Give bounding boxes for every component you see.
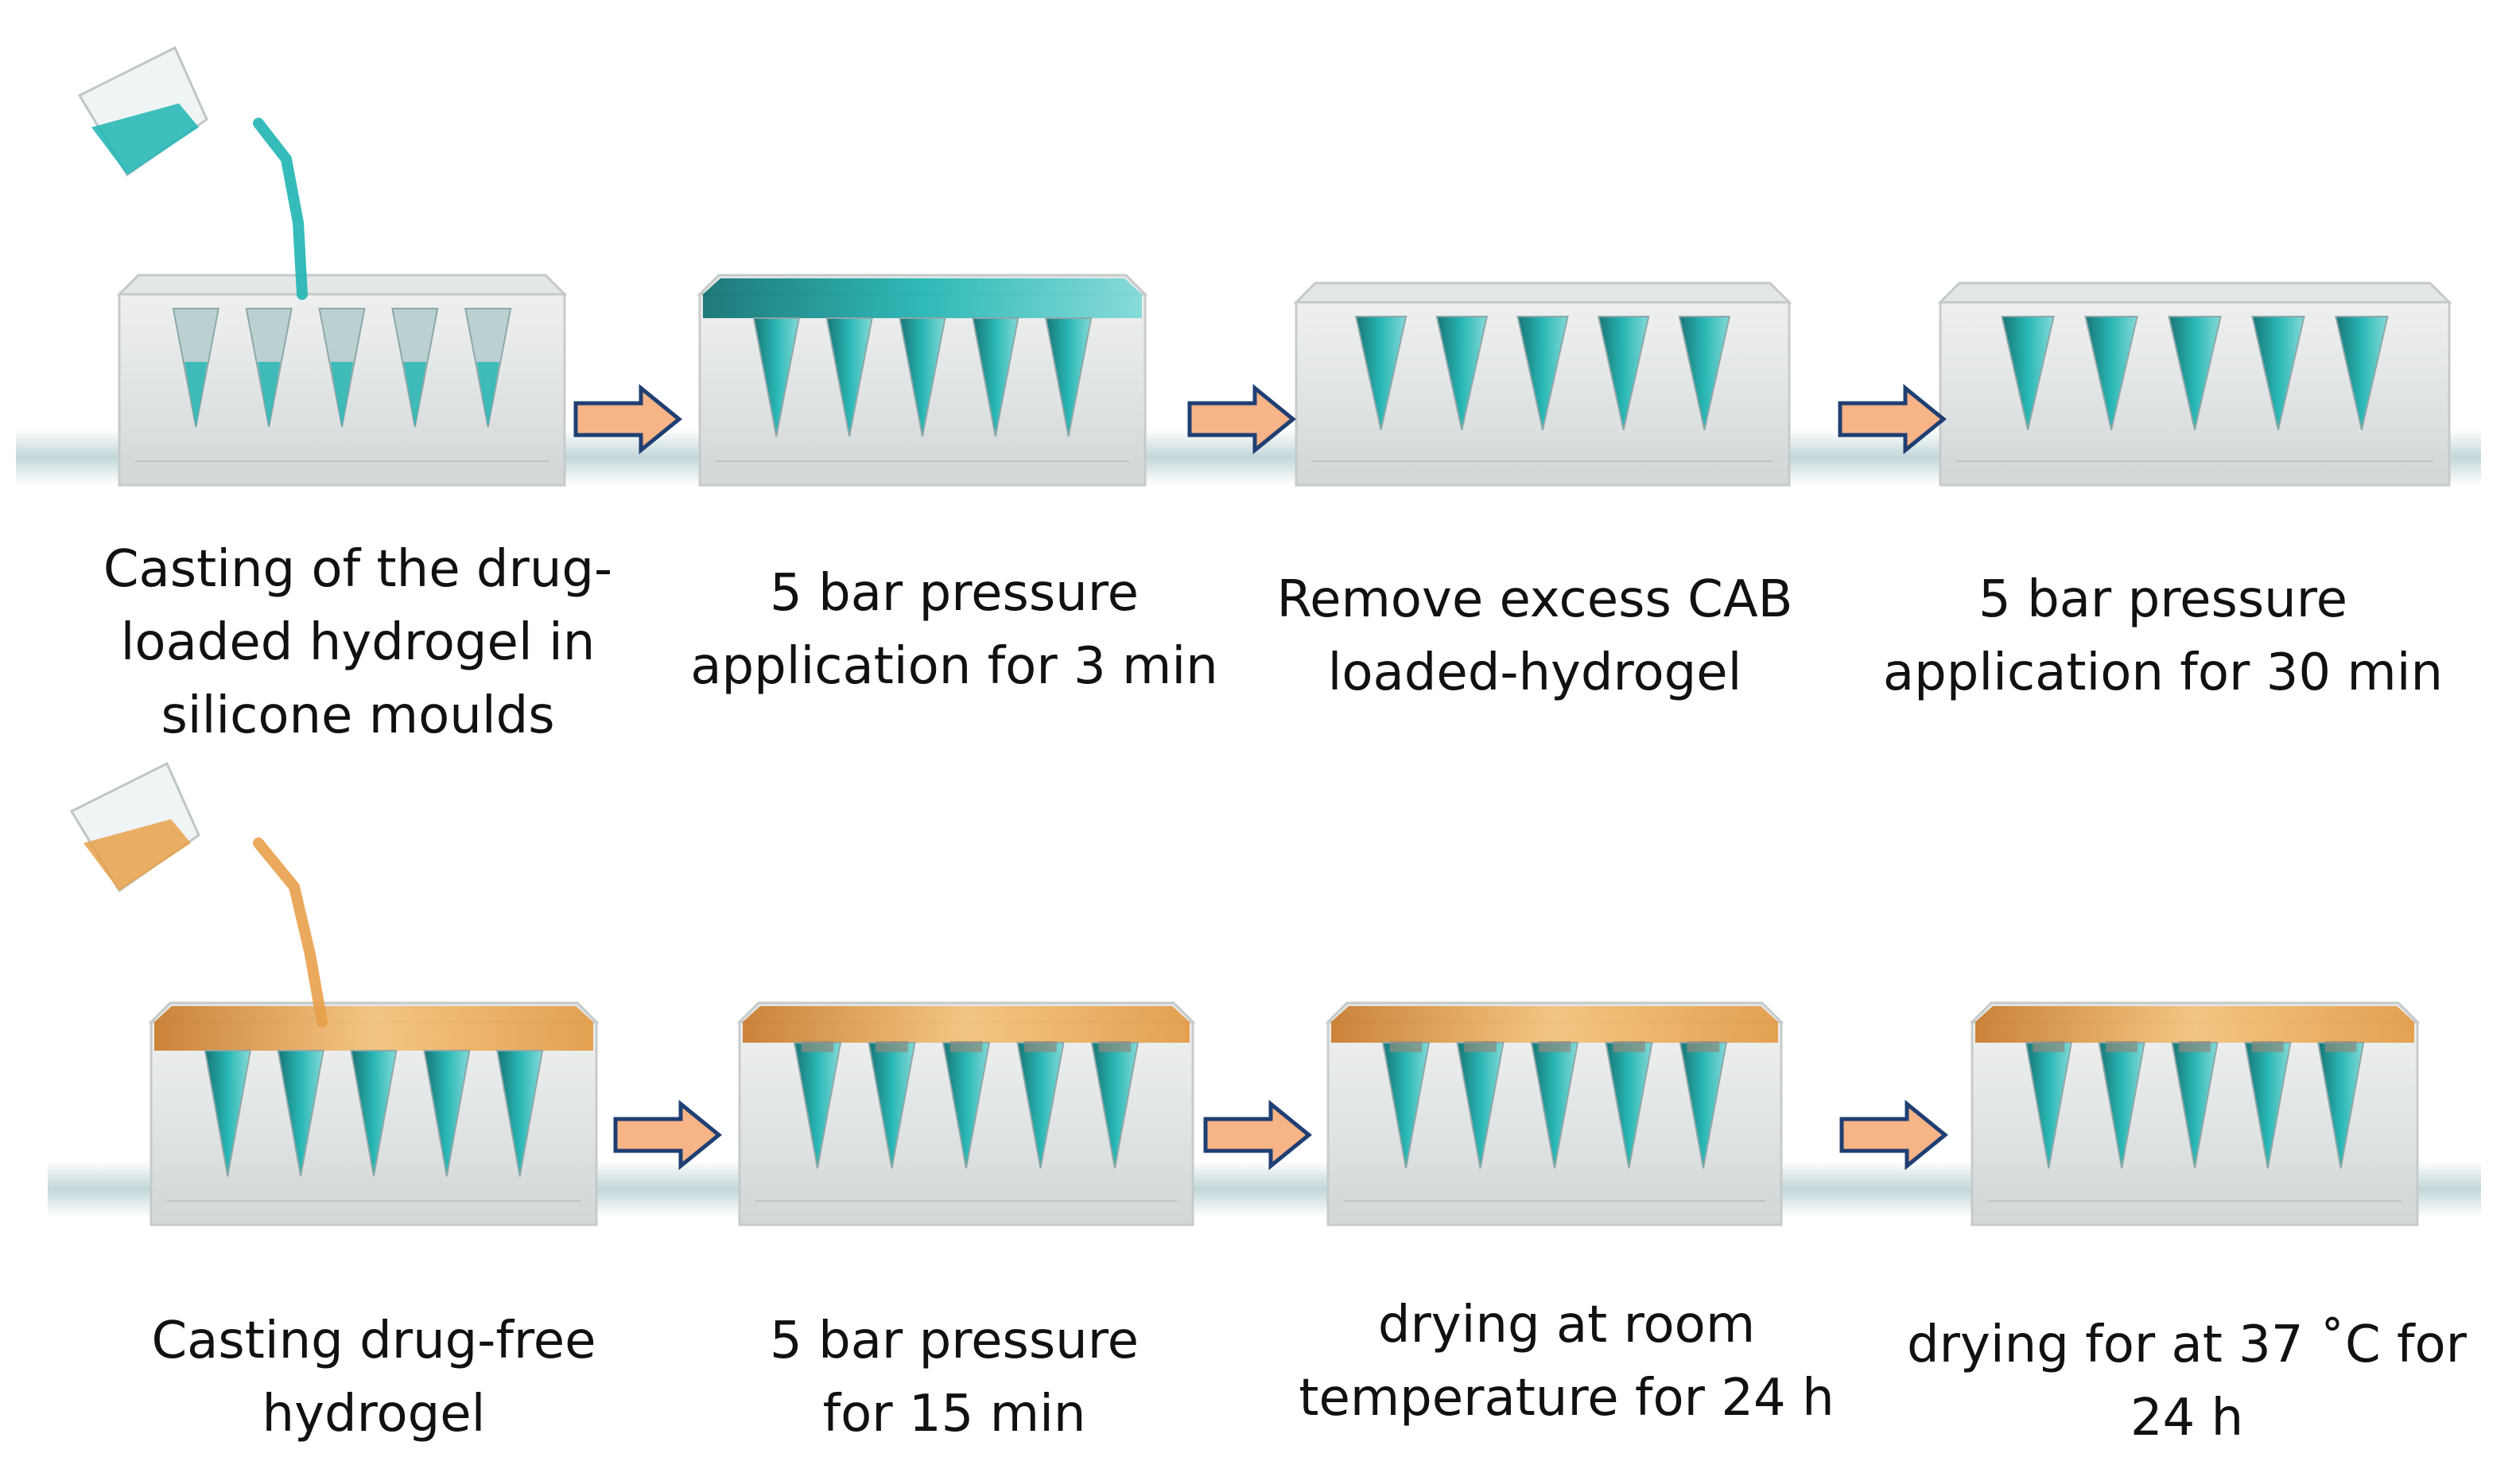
- caption-line: 5 bar pressure: [1978, 570, 2347, 629]
- needle-base: [2251, 1041, 2284, 1052]
- arrow-right-icon: [613, 1099, 722, 1171]
- needle-base: [1389, 1041, 1423, 1052]
- caption-line: temperature for 24 h: [1299, 1369, 1835, 1428]
- microneedle-cavity: [752, 317, 800, 437]
- beaker-liquid: [91, 103, 199, 175]
- microneedle-cavity: [496, 1050, 544, 1177]
- microneedle-cavity: [1516, 316, 1569, 430]
- needle-base: [1098, 1041, 1132, 1052]
- step-2-illustration: [697, 274, 1148, 487]
- step-3-illustration: [1293, 282, 1792, 487]
- step-2-mould-pressure-3min: [652, 32, 1161, 509]
- caption-line: Casting of the drug-: [103, 540, 613, 599]
- step-5-caption: Casting drug-free hydrogel: [56, 1304, 692, 1451]
- step-5-mould-casting-drug-free: [69, 748, 628, 1241]
- step-8-caption: drying for at 37 ˚C for 24 h: [1853, 1308, 2520, 1455]
- step-3-mould-remove-excess: [1248, 32, 1805, 509]
- microneedle-cavity: [1045, 317, 1093, 437]
- step-7-illustration: [1325, 1001, 1784, 1226]
- step-6-illustration: [736, 1001, 1196, 1226]
- arrow-right-icon: [1187, 383, 1296, 455]
- needle-base: [2106, 1041, 2138, 1052]
- step-1-caption: Casting of the drug- loaded hydrogel in …: [40, 533, 676, 752]
- hydrogel-layer: [1331, 1006, 1778, 1043]
- needle-base: [949, 1041, 983, 1052]
- caption-line: loaded-hydrogel: [1327, 643, 1742, 702]
- arrow-right-icon: [1838, 383, 1947, 455]
- microneedle-cavity: [1597, 316, 1650, 430]
- caption-line: loaded hydrogel in: [120, 613, 596, 672]
- arrow-right-icon: [1839, 1099, 1948, 1171]
- step-4-mould-pressure-30min: [1893, 32, 2465, 509]
- needle-base: [2179, 1041, 2211, 1052]
- microneedle-cavity: [277, 1050, 324, 1177]
- step-7-caption: drying at room temperature for 24 h: [1225, 1288, 1908, 1435]
- microneedle-cavity: [899, 317, 946, 437]
- caption-line: silicone moulds: [161, 686, 555, 745]
- caption-line: application for 3 min: [690, 637, 1218, 696]
- hydrogel-fill: [330, 361, 354, 427]
- microneedle-cavity: [350, 1050, 398, 1177]
- pouring-stream: [253, 118, 308, 300]
- microneedle-cavity: [423, 1050, 471, 1177]
- needle-base: [876, 1041, 908, 1052]
- step-3-caption: Remove excess CAB loaded-hydrogel: [1217, 563, 1853, 709]
- step-7-mould-drying-room-temp: [1320, 748, 1797, 1241]
- microneedle-cavity: [2168, 316, 2222, 430]
- caption-line: Casting drug-free: [151, 1312, 596, 1370]
- step-8-illustration: [1969, 1001, 2421, 1226]
- step-4-caption: 5 bar pressure application for 30 min: [1829, 563, 2497, 709]
- caption-line: for 15 min: [822, 1385, 1086, 1444]
- hydrogel-layer: [154, 1006, 593, 1051]
- caption-line: 5 bar pressure: [770, 564, 1139, 623]
- step-1-illustration: [77, 45, 568, 487]
- hydrogel-layer: [703, 278, 1142, 318]
- arrow-right-icon: [1203, 1099, 1312, 1171]
- microneedle-cavity: [972, 317, 1019, 437]
- needle-base: [1538, 1041, 1571, 1052]
- pouring-stream: [253, 837, 328, 1028]
- microneedle-cavity: [825, 317, 873, 437]
- hydrogel-layer: [743, 1006, 1190, 1043]
- microneedle-cavity: [1354, 316, 1408, 430]
- mould-top: [116, 274, 568, 296]
- microneedle-cavity: [1678, 316, 1731, 430]
- needle-base: [1687, 1041, 1720, 1052]
- microneedle-cavity: [2001, 316, 2055, 430]
- microneedle-cavity: [2084, 316, 2138, 430]
- mould-top: [1293, 282, 1792, 304]
- caption-line: Remove excess CAB: [1276, 570, 1793, 629]
- caption-line: 24 h: [2130, 1389, 2244, 1448]
- hydrogel-fill: [184, 361, 208, 427]
- needle-base: [801, 1041, 834, 1052]
- step-5-illustration: [69, 761, 600, 1226]
- caption-line: 5 bar pressure: [770, 1312, 1139, 1370]
- hydrogel-fill: [403, 361, 427, 427]
- caption-line: drying for at 37 ˚C for: [1907, 1315, 2467, 1374]
- step-4-illustration: [1937, 282, 2452, 487]
- step-6-caption: 5 bar pressure for 15 min: [636, 1304, 1272, 1451]
- caption-line: hydrogel: [262, 1385, 486, 1444]
- hydrogel-layer: [1975, 1006, 2414, 1043]
- microneedle-cavity: [2251, 316, 2305, 430]
- step-8-mould-drying-37c: [1940, 748, 2433, 1241]
- beaker-liquid: [83, 819, 191, 891]
- needle-base: [1613, 1041, 1645, 1052]
- needle-base: [1464, 1041, 1497, 1052]
- microneedle-cavity: [1435, 316, 1489, 430]
- microneedle-cavity: [204, 1050, 251, 1177]
- arrow-right-icon: [573, 383, 682, 455]
- mould-top: [1937, 282, 2452, 304]
- microneedle-cavity: [2335, 316, 2389, 430]
- hydrogel-fill: [257, 361, 281, 427]
- needle-base: [2324, 1041, 2357, 1052]
- caption-line: drying at room: [1377, 1296, 1756, 1354]
- step-6-mould-pressure-15min: [732, 748, 1209, 1241]
- needle-base: [1024, 1041, 1057, 1052]
- hydrogel-fill: [476, 361, 499, 427]
- caption-line: application for 30 min: [1882, 643, 2444, 702]
- step-1-mould-casting-drug: [72, 32, 580, 509]
- needle-base: [2033, 1041, 2065, 1052]
- step-2-caption: 5 bar pressure application for 3 min: [628, 557, 1280, 703]
